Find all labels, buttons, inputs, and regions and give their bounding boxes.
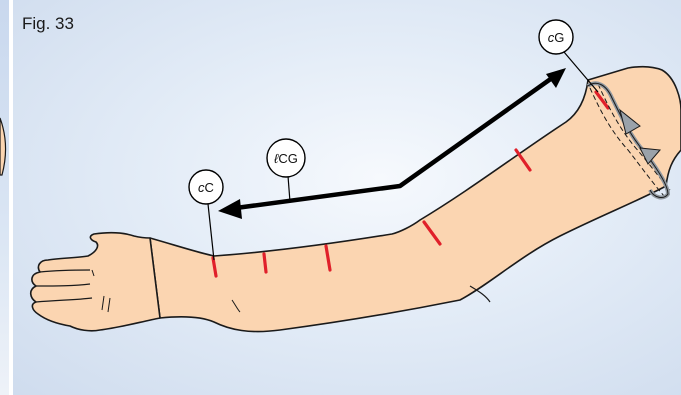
- arm: [150, 67, 681, 332]
- mark: [264, 254, 266, 272]
- callout-lcg: ℓCG: [267, 139, 305, 177]
- leader-cc: [208, 204, 214, 260]
- callout-cg-main: G: [554, 30, 564, 45]
- arrowhead-right: [546, 68, 566, 88]
- svg-text:ℓCG: ℓCG: [274, 151, 298, 166]
- callout-cg: cG: [539, 20, 573, 54]
- leader-lcg: [288, 176, 290, 202]
- adjacent-panel-fragment: [0, 118, 6, 175]
- callout-cc: cC: [189, 170, 223, 204]
- hand: [31, 233, 160, 331]
- callout-lcg-main: CG: [278, 151, 298, 166]
- svg-text:cC: cC: [198, 180, 214, 195]
- arrowhead-left: [218, 199, 242, 219]
- leader-cg: [564, 52, 598, 92]
- svg-text:cG: cG: [548, 30, 565, 45]
- callout-cc-main: C: [205, 180, 214, 195]
